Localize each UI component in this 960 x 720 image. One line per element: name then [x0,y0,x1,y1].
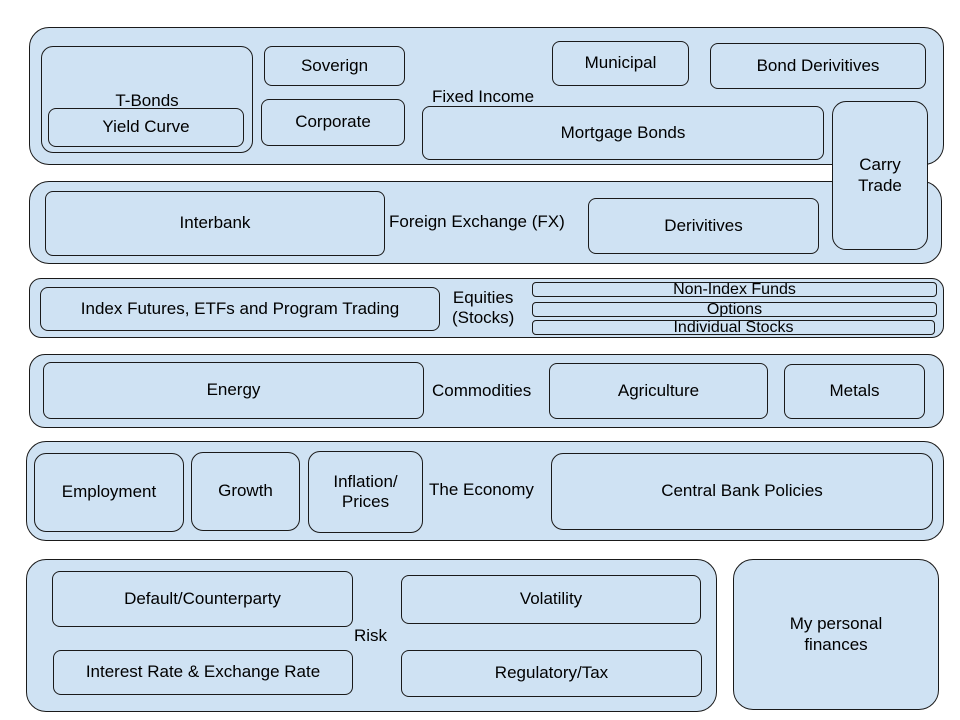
fixed-income-label: Fixed Income [432,87,535,106]
derivitives-box: Derivitives [588,198,819,254]
growth-box: Growth [191,452,300,531]
employment-box: Employment [34,453,184,532]
corporate-box: Corporate [261,99,405,146]
agriculture-box: Agriculture [549,363,768,419]
options-box: Options [532,302,937,317]
interbank-box: Interbank [45,191,385,256]
interbank-label: Interbank [179,213,251,233]
energy-label: Energy [206,380,261,400]
options-label: Options [706,302,763,317]
non-index-funds-box: Non-Index Funds [532,282,937,297]
employment-label: Employment [61,482,157,502]
soverign-box: Soverign [264,46,405,86]
carry-trade-line2: Trade [858,175,902,195]
yield-curve-box: Yield Curve [48,108,244,147]
municipal-label: Municipal [584,53,657,73]
equities-label-line2: (Stocks) [452,308,515,328]
derivitives-label: Derivitives [664,215,743,235]
corporate-label: Corporate [295,112,371,132]
risk-label: Risk [354,626,388,645]
agriculture-label: Agriculture [617,380,700,400]
carry-trade-line1: Carry [859,155,901,175]
t-bonds-label: T-Bonds [115,91,179,110]
equities-label-line1: Equities [452,288,514,307]
equities-label: Equities(Stocks) [452,288,514,329]
economy-label: The Economy [429,480,534,499]
individual-stocks-label: Individual Stocks [673,320,794,335]
volatility-label: Volatility [519,589,583,609]
volatility-box: Volatility [401,575,701,624]
mortgage-bonds-box: Mortgage Bonds [422,106,824,160]
index-futures-box: Index Futures, ETFs and Program Trading [40,287,440,331]
interest-exchange-rate-label: Interest Rate & Exchange Rate [85,662,321,682]
inflation-prices-box: Inflation/Prices [308,451,423,533]
municipal-box: Municipal [552,41,689,86]
personal-finances-line2: finances [804,634,868,654]
metals-box: Metals [784,364,925,419]
non-index-funds-label: Non-Index Funds [673,282,796,297]
regulatory-tax-box: Regulatory/Tax [401,650,702,697]
bond-derivitives-box: Bond Derivitives [710,43,926,89]
yield-curve-label: Yield Curve [102,117,190,137]
personal-finances-line1: My personal [789,614,883,634]
energy-box: Energy [43,362,424,419]
commodities-label: Commodities [432,381,532,400]
soverign-label: Soverign [300,55,369,75]
interest-exchange-rate-box: Interest Rate & Exchange Rate [53,650,353,695]
index-futures-label: Index Futures, ETFs and Program Trading [80,298,400,318]
default-counterparty-box: Default/Counterparty [52,571,353,627]
mortgage-bonds-label: Mortgage Bonds [560,122,686,142]
inflation-line1: Inflation/ [333,471,398,491]
bond-derivitives-label: Bond Derivitives [756,55,880,75]
regulatory-tax-label: Regulatory/Tax [494,663,609,683]
individual-stocks-box: Individual Stocks [532,320,935,335]
fx-label: Foreign Exchange (FX) [389,212,565,231]
metals-label: Metals [829,381,880,401]
growth-label: Growth [218,481,273,501]
central-bank-label: Central Bank Policies [661,481,823,501]
inflation-line2: Prices [341,492,390,511]
central-bank-box: Central Bank Policies [551,453,933,530]
default-counterparty-label: Default/Counterparty [124,589,281,608]
